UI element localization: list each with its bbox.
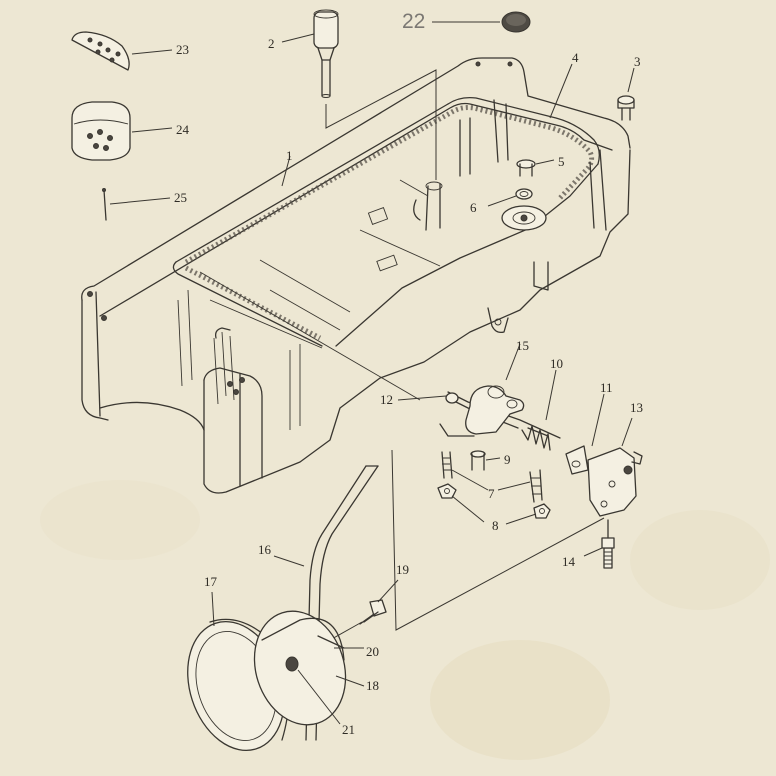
cap-22: [501, 11, 531, 33]
paper-texture: [40, 480, 770, 760]
callout-9: 9: [504, 452, 511, 467]
half-disc-23: [71, 31, 130, 71]
callout-19: 19: [396, 562, 409, 577]
callout-10: 10: [550, 356, 563, 371]
assembly-line-2: [325, 69, 437, 180]
hole-21: [285, 656, 299, 672]
washer-20: [317, 635, 345, 649]
callout-23: 23: [176, 42, 189, 57]
callout-20: 20: [366, 644, 379, 659]
drain-boss: [501, 205, 547, 231]
callout-15: 15: [516, 338, 529, 353]
callout-24: 24: [176, 122, 190, 137]
drain-gasket-6: [515, 188, 533, 200]
cup-24: [71, 101, 131, 161]
callout-7: 7: [488, 486, 495, 501]
callout-14: 14: [562, 554, 576, 569]
assembly-line-box: [391, 449, 605, 631]
callout-18: 18: [366, 678, 379, 693]
callout-11: 11: [600, 380, 613, 395]
lever-13: [587, 447, 643, 517]
callout-16: 16: [258, 542, 272, 557]
callout-1: 1: [286, 148, 293, 163]
bracket-15: [439, 385, 525, 437]
callout-25: 25: [174, 190, 187, 205]
nut-8-left: [437, 483, 457, 499]
oil-pan: [81, 57, 631, 494]
pin-25: [102, 188, 107, 221]
callout-3: 3: [634, 54, 641, 69]
callout-17: 17: [204, 574, 218, 589]
screw-19: [329, 599, 387, 641]
callout-21: 21: [342, 722, 355, 737]
callout-12: 12: [380, 392, 393, 407]
link-11: [565, 445, 589, 475]
drain-plug-5: [516, 159, 536, 177]
leader-lines: [109, 21, 635, 725]
screw-14: [601, 519, 615, 569]
dipstick-guide-2: [313, 9, 339, 98]
plate-18: [253, 610, 347, 726]
callout-labels: 1 2 3 4 5 6 7 8 9 10 11 12 13 14 15 16 1…: [174, 10, 643, 737]
bolt-9: [470, 450, 486, 471]
callout-8: 8: [492, 518, 499, 533]
dipstick-16: [305, 465, 379, 741]
callout-4: 4: [572, 50, 579, 65]
bolt-3: [617, 95, 635, 121]
callout-5: 5: [558, 154, 565, 169]
callout-6: 6: [470, 200, 477, 215]
nut-8-right: [533, 503, 551, 519]
stud-7-right: [529, 469, 543, 503]
callout-13: 13: [630, 400, 643, 415]
callout-2: 2: [268, 36, 275, 51]
spring-10: [521, 425, 551, 451]
stud-7-left: [441, 451, 453, 479]
callout-22: 22: [402, 10, 425, 33]
